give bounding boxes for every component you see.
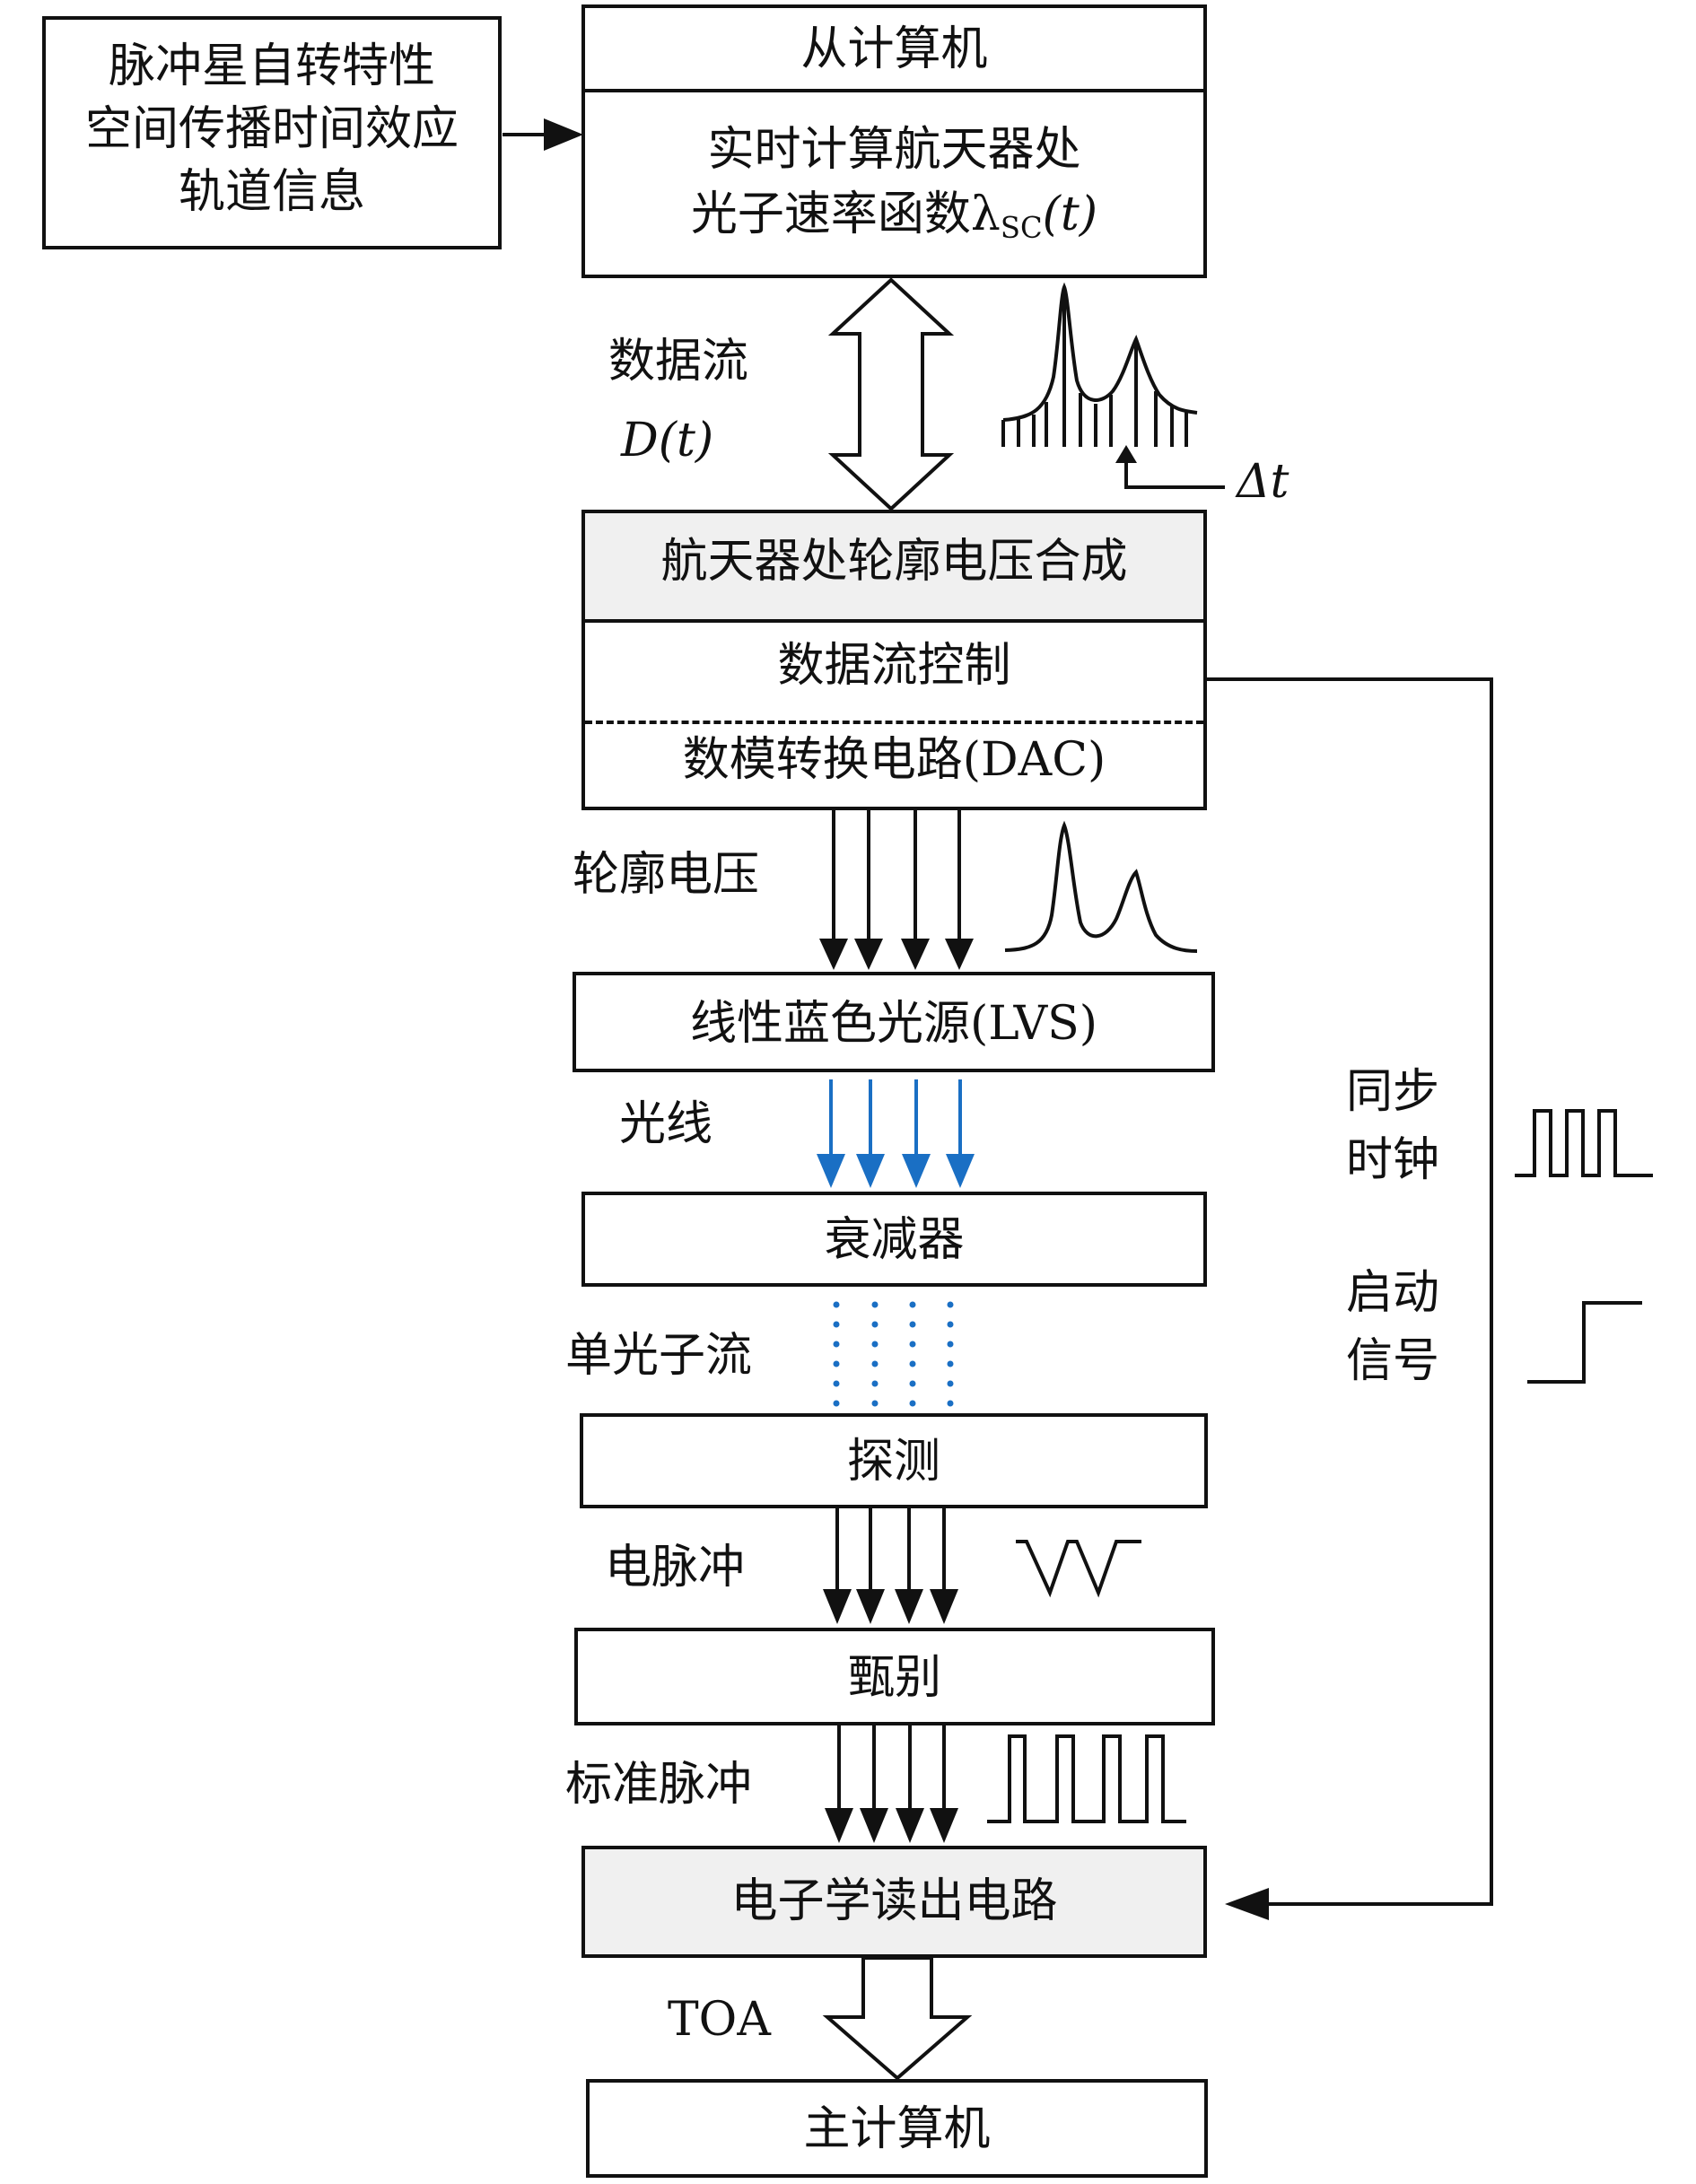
toa-arrow [822, 1956, 973, 2081]
profile-voltage-waveform [1004, 820, 1198, 953]
slave-computer-box: 从计算机 实时计算航天器处 光子速率函数λSC(t) [581, 4, 1207, 278]
standard-pulse-arrowheads [825, 1808, 958, 1843]
electric-pulse-waveform [1016, 1540, 1141, 1598]
data-stream-formula: D(t) [621, 414, 714, 467]
dac-label: 数模转换电路(DAC) [682, 733, 1106, 787]
sync-feedback-line [1207, 677, 1493, 1920]
delta-t-pointer [1115, 445, 1225, 489]
single-photon-dots [833, 1301, 954, 1412]
sync-clock-waveform [1515, 1109, 1653, 1177]
lvs-label: 线性蓝色光源(LVS) [689, 997, 1098, 1051]
start-signal-label-2: 信号 [1346, 1334, 1440, 1388]
arrow-info-to-computer [503, 118, 583, 151]
sync-clock-label-2: 时钟 [1346, 1133, 1440, 1187]
synthesis-title-band [585, 513, 1203, 623]
control-dac-dashed-divider [585, 721, 1203, 724]
lambda-symbol: λ [970, 188, 1001, 241]
detector-label: 探测 [846, 1435, 940, 1489]
slave-computer-line-1: 实时计算航天器处 [707, 123, 1081, 177]
slave-computer-line-2: 光子速率函数λSC(t) [585, 188, 1203, 245]
start-signal-label-1: 启动 [1346, 1266, 1440, 1320]
data-stream-control: 数据流控制 [777, 639, 1011, 693]
delta-t-label: Δt [1237, 455, 1289, 509]
pulsar-info-box: 脉冲星自转特性 空间传播时间效应 轨道信息 [42, 16, 502, 249]
main-computer-box: 主计算机 [586, 2079, 1208, 2178]
slave-computer-divider [585, 89, 1203, 92]
readout-circuit-box: 电子学读出电路 [581, 1846, 1207, 1958]
detector-box: 探测 [580, 1413, 1208, 1508]
electric-pulse-label: 电脉冲 [605, 1541, 746, 1594]
profile-voltage-arrows [832, 810, 961, 949]
start-signal-waveform [1527, 1301, 1642, 1384]
electric-pulse-arrows [835, 1508, 946, 1600]
pulsar-info-line-3: 轨道信息 [178, 165, 365, 219]
lambda-subscript: SC [1000, 211, 1043, 246]
attenuator-label: 衰减器 [824, 1213, 965, 1267]
slave-computer-title: 从计算机 [800, 22, 988, 76]
light-arrows [829, 1079, 962, 1165]
standard-pulse-arrows [837, 1725, 946, 1819]
lvs-box: 线性蓝色光源(LVS) [573, 972, 1215, 1072]
data-stream-label: 数据流 [608, 335, 749, 389]
toa-label: TOA [668, 1993, 771, 2047]
discriminator-box: 甄别 [574, 1628, 1215, 1725]
pulsar-info-line-1: 脉冲星自转特性 [108, 39, 435, 93]
data-stream-double-arrow [827, 277, 955, 511]
synthesis-title: 航天器处轮廓电压合成 [660, 535, 1128, 589]
electric-pulse-arrowheads [823, 1589, 958, 1624]
lambda-argument: (t) [1042, 188, 1098, 241]
profile-voltage-arrowheads [819, 939, 974, 970]
main-computer-label: 主计算机 [803, 2102, 991, 2156]
discriminator-label: 甄别 [847, 1651, 941, 1705]
sampled-profile-waveform [1001, 282, 1198, 447]
attenuator-box: 衰减器 [581, 1192, 1207, 1287]
readout-circuit-label: 电子学读出电路 [730, 1874, 1058, 1928]
light-label: 光线 [619, 1097, 713, 1151]
standard-pulse-label: 标准脉冲 [565, 1758, 753, 1812]
profile-voltage-label: 轮廓电压 [573, 848, 760, 902]
standard-pulse-waveform [987, 1734, 1186, 1823]
sync-clock-label-1: 同步 [1346, 1065, 1440, 1119]
single-photon-label: 单光子流 [565, 1329, 753, 1383]
pulsar-info-line-2: 空间传播时间效应 [84, 102, 459, 156]
photon-rate-label: 光子速率函数 [690, 188, 971, 241]
light-arrowheads [817, 1154, 975, 1188]
voltage-synthesis-box: 航天器处轮廓电压合成 数据流控制 数模转换电路(DAC) [581, 510, 1207, 810]
